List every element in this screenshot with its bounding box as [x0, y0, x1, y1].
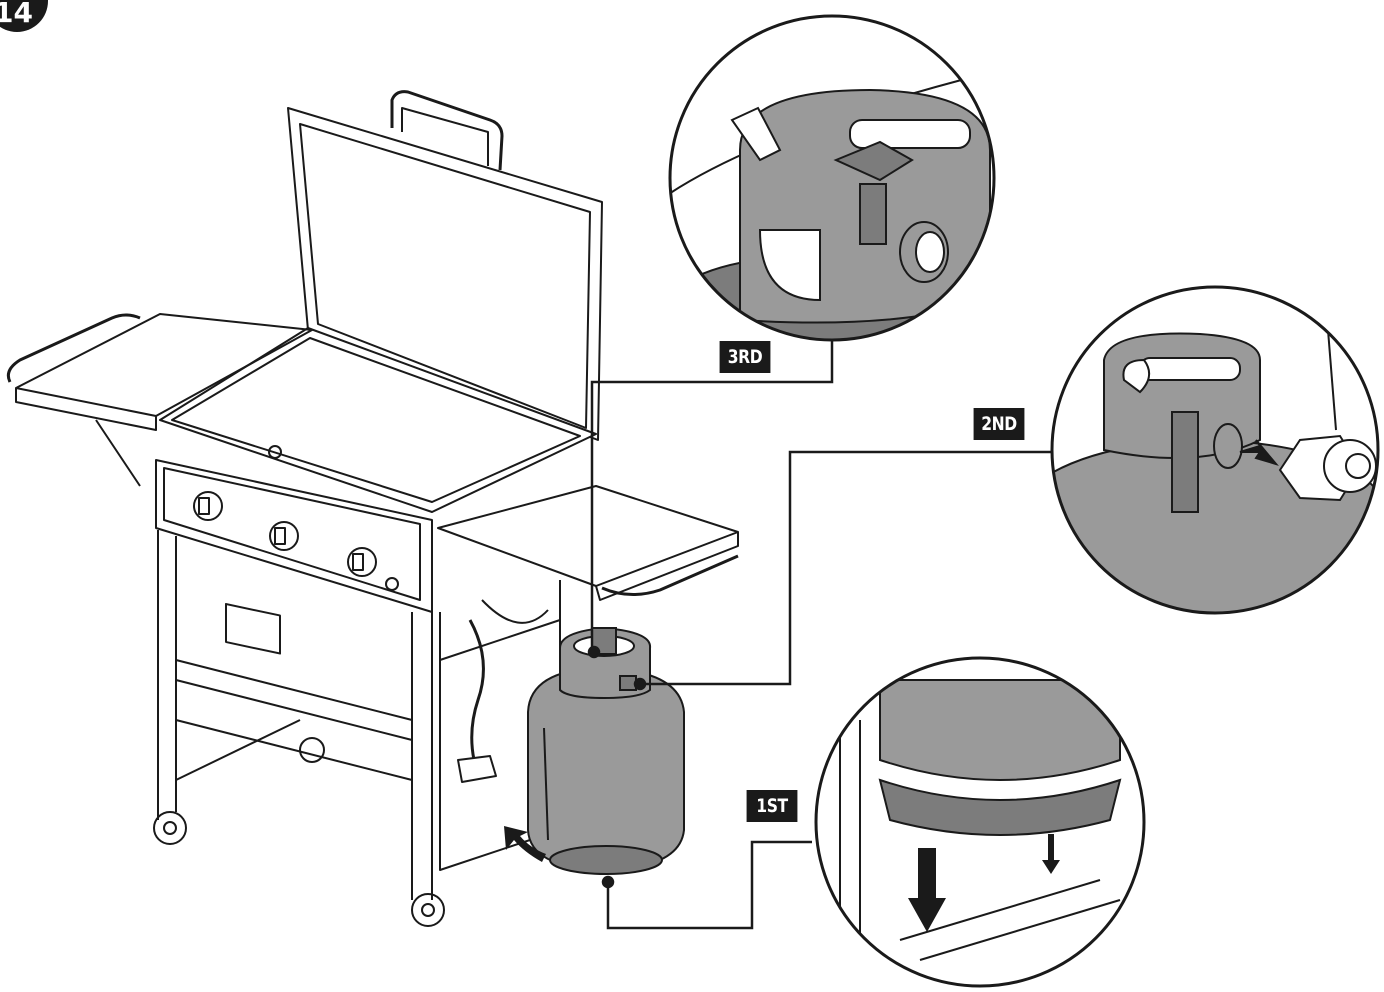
left-side-shelf — [15, 313, 313, 417]
rotate-arrow-icon — [504, 826, 546, 862]
leader-2nd — [640, 450, 1052, 686]
small-down-arrow-icon — [1042, 834, 1060, 874]
detail-circle-1st — [814, 656, 1146, 988]
step-number: 14 — [0, 0, 33, 29]
callout-leaders — [587, 340, 1052, 930]
leader-3rd — [590, 340, 834, 652]
push-arrow-icon — [1239, 439, 1279, 466]
gas-hose — [468, 619, 485, 761]
down-arrow-icon — [908, 848, 946, 932]
callout-label-2nd: 2ND — [973, 408, 1025, 440]
step-number-badge: 14 — [0, 0, 48, 32]
detail-circle-2nd — [1050, 285, 1380, 615]
callout-label-3rd: 3RD — [719, 341, 771, 373]
propane-tank — [527, 626, 685, 875]
detail-circle-3rd — [668, 14, 996, 342]
callout-label-1st: 1ST — [746, 790, 798, 822]
leader-1st — [606, 840, 812, 930]
griddle-illustration — [6, 90, 739, 927]
lid-handle — [390, 90, 504, 171]
casters — [153, 737, 445, 927]
right-side-shelf — [437, 485, 739, 587]
burner-knobs — [193, 491, 399, 591]
